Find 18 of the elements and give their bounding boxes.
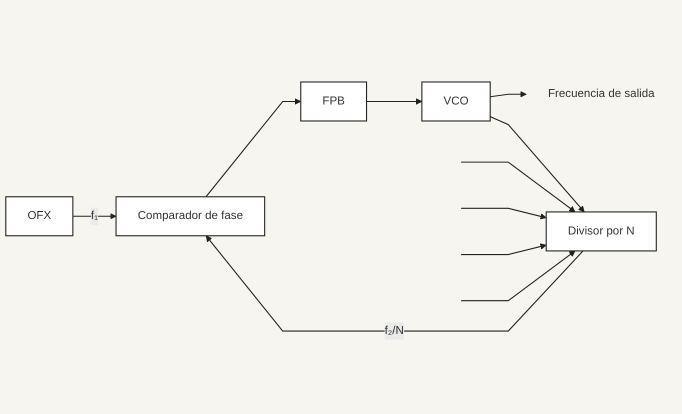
node-box: FPB bbox=[300, 81, 368, 122]
arrow bbox=[206, 235, 584, 332]
node-box: Comparador de fase bbox=[116, 196, 266, 236]
arrow bbox=[461, 250, 576, 302]
arrow bbox=[72, 212, 116, 220]
arrow bbox=[206, 98, 302, 197]
arrow bbox=[366, 98, 422, 104]
edge-label: f₂/N bbox=[384, 324, 404, 337]
arrow bbox=[461, 208, 547, 220]
node-box: VCO bbox=[421, 81, 491, 122]
arrow bbox=[490, 116, 585, 212]
node-box: Divisor por N bbox=[546, 211, 657, 252]
edge-label: f₁ bbox=[90, 210, 98, 222]
arrow bbox=[490, 90, 527, 98]
arrow bbox=[461, 161, 576, 212]
node-box: OFX bbox=[5, 196, 74, 236]
node-text: Frecuencia de salida bbox=[548, 88, 655, 100]
arrow bbox=[461, 243, 547, 255]
